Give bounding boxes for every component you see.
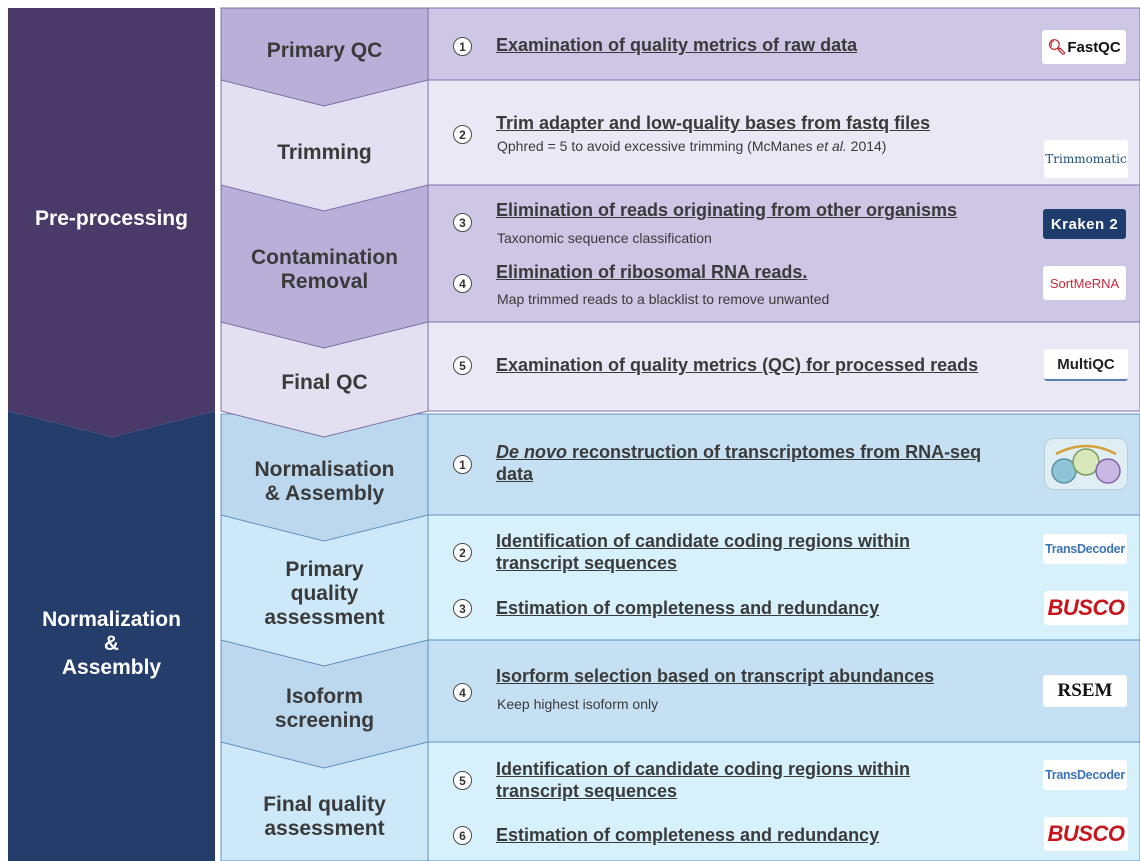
step-title[interactable]: Isorform selection based on transcript a… [496, 666, 935, 686]
phase-shape-preprocessing [8, 8, 215, 437]
step-number-badge: 2 [453, 125, 472, 144]
step-number-badge: 3 [453, 213, 472, 232]
row-final-quality [427, 741, 1140, 861]
stage-label-line: & Assembly [264, 482, 385, 505]
step-title[interactable]: Identification of candidate coding regio… [496, 759, 911, 801]
busco-logo: BUSCO [1044, 591, 1128, 625]
transdecoder-logo: TransDecoder [1043, 760, 1127, 790]
kraken2-logo: Kraken 2 [1043, 209, 1126, 239]
fastqc-logo: 🔍︎FastQC [1042, 30, 1126, 64]
trimmomatic-logo: Trimmomatic [1044, 140, 1128, 178]
step-number-badge: 5 [453, 356, 472, 375]
step-title[interactable]: Estimation of completeness and redundanc… [496, 598, 880, 618]
stage-label-line: assessment [264, 817, 385, 840]
row-isoform [427, 639, 1140, 743]
stage-label-line: Primary [285, 558, 364, 581]
step-number-badge: 2 [453, 543, 472, 562]
rsem-logo: RSEM [1043, 675, 1127, 707]
stage-label-line: Normalisation [254, 458, 395, 481]
step-title[interactable]: Identification of candidate coding regio… [496, 531, 911, 573]
stage-label-line: Primary QC [266, 39, 383, 62]
row-primary-qc [427, 7, 1140, 81]
logo-text: FastQC [1067, 38, 1121, 56]
title-text: reconstruction of transcriptomes from RN… [496, 442, 982, 484]
stage-label-final-qc: Final QC [221, 366, 428, 400]
step-subtitle: Keep highest isoform only [497, 696, 659, 712]
multiqc-logo: MultiQC [1044, 349, 1128, 381]
stage-label-line: Trimming [277, 141, 372, 164]
phase-shape-assembly [8, 411, 215, 861]
stage-label-line: Final quality [263, 793, 386, 816]
stage-label-line: Contamination [251, 246, 398, 269]
phase-label-line: & [103, 632, 120, 655]
sortmerna-logo: SortMeRNA [1043, 266, 1126, 300]
phase-label-line: Normalization [42, 608, 181, 631]
transdecoder-logo: TransDecoder [1043, 534, 1127, 564]
stage-label-line: Final QC [281, 371, 368, 394]
step-subtitle: Taxonomic sequence classification [497, 230, 712, 246]
phase-label-line: Assembly [61, 656, 162, 679]
row-trimming [427, 79, 1140, 186]
step-title[interactable]: Estimation of completeness and redundanc… [496, 825, 880, 845]
step-number-badge: 4 [453, 274, 472, 293]
step-subtitle: Map trimmed reads to a blacklist to remo… [497, 291, 830, 307]
step-number-badge: 3 [453, 599, 472, 618]
stage-label-normalisation: Normalisation& Assembly [221, 454, 428, 510]
busco-logo: BUSCO [1044, 817, 1128, 851]
step-title[interactable]: De novo reconstruction of transcriptomes… [496, 441, 996, 485]
subtitle-emphasis: et al. [816, 138, 847, 154]
phase-label-assembly: Normalization & Assembly [8, 608, 215, 680]
step-title[interactable]: Elimination of reads originating from ot… [496, 200, 958, 220]
step-number-badge: 1 [453, 455, 472, 474]
step-title[interactable]: Examination of quality metrics (QC) for … [496, 355, 979, 375]
title-emphasis: De novo [496, 442, 568, 462]
fastqc-q-icon: 🔍︎ [1047, 39, 1067, 56]
step-title[interactable]: Elimination of ribosomal RNA reads. [496, 262, 808, 282]
stage-label-line: Removal [280, 270, 369, 293]
trinity-logo-icon [1044, 438, 1128, 490]
stage-label-line: quality [290, 582, 359, 605]
step-title[interactable]: Examination of quality metrics of raw da… [496, 35, 858, 55]
step-title[interactable]: Trim adapter and low-quality bases from … [496, 113, 931, 133]
phase-label-preprocessing: Pre-processing [35, 207, 188, 230]
stage-label-line: assessment [264, 606, 385, 629]
stage-label-line: screening [274, 709, 375, 732]
stage-label-trimming: Trimming [221, 136, 428, 170]
step-number-badge: 6 [453, 826, 472, 845]
row-final-qc [427, 321, 1140, 412]
stage-label-primary-qc: Primary QC [221, 34, 428, 68]
step-number-badge: 4 [453, 683, 472, 702]
subtitle-text: Qphred = 5 to avoid excessive trimming (… [497, 138, 817, 154]
subtitle-text: 2014) [846, 138, 887, 154]
stage-label-line: Isoform [285, 685, 363, 708]
row-primary-quality [427, 514, 1140, 641]
row-normalisation [427, 413, 1140, 516]
stage-shape-primary-qc [220, 7, 429, 107]
step-subtitle: Qphred = 5 to avoid excessive trimming (… [497, 137, 886, 155]
step-number-badge: 1 [453, 37, 472, 56]
step-number-badge: 5 [453, 771, 472, 790]
